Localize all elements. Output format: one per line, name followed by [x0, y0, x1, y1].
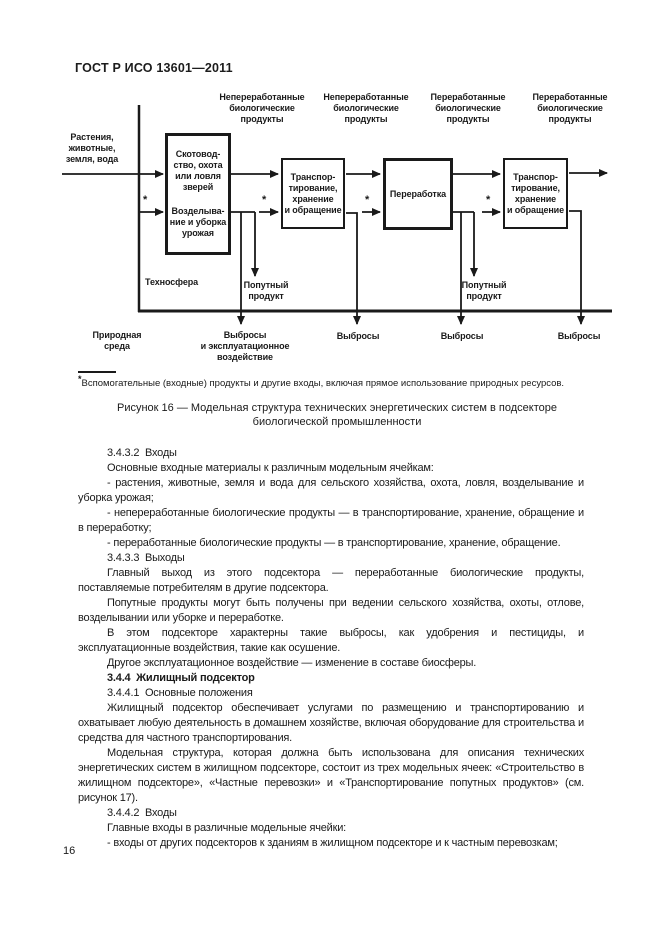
- page-title: ГОСТ Р ИСО 13601—2011: [75, 61, 233, 75]
- figure-label-unprocessed-products-1: Непереработанные биологические продукты: [219, 92, 305, 124]
- figure-box-processing: Переработка: [383, 158, 453, 230]
- paragraph: Главный выход из этого подсектора — пере…: [78, 567, 584, 594]
- footnote-text: Вспомогательные (входные) продукты и дру…: [81, 378, 565, 390]
- paragraph: Модельная структура, которая должна быть…: [78, 747, 584, 804]
- paragraph: Другое эксплуатационное воздействие — из…: [107, 657, 477, 669]
- arrow-emissions-2: [346, 212, 361, 325]
- figure-box-agriculture: Скотовод- ство, охота или ловля зверей В…: [165, 133, 231, 255]
- figure-caption: Рисунок 16 — Модельная структура техниче…: [116, 402, 557, 428]
- list-item: - растения, животные, земля и вода для с…: [78, 477, 584, 504]
- figure-box-transport-1-text: Транспор- тирование, хранение и обращени…: [284, 171, 342, 215]
- arrow-emissions-4: [569, 210, 585, 325]
- body-text: 3.4.3.2 Входы Основные входные материалы…: [78, 446, 584, 851]
- figure-label-processed-products-1: Переработанные биологические продукты: [430, 92, 506, 124]
- paragraph: Главные входы в различные модельные ячей…: [107, 822, 347, 834]
- figure-box-agriculture-bottom-text: Возделыва- ние и уборка урожая: [169, 206, 227, 238]
- figure-box-transport-2-text: Транспор- тирование, хранение и обращени…: [506, 171, 565, 215]
- page-number: 16: [63, 845, 76, 857]
- paragraph: Основные входные материалы к различным м…: [107, 462, 434, 474]
- figure-label-processed-products-2: Переработанные биологические продукты: [532, 92, 608, 124]
- figure-box-transport-2: Транспор- тирование, хранение и обращени…: [503, 158, 568, 229]
- figure-label-emissions-4: Выбросы: [557, 331, 601, 341]
- figure-label-technosphere: Техносфера: [145, 277, 199, 287]
- figure-label-byproduct-2: Попутный продукт: [461, 280, 507, 301]
- list-item: - непереработанные биологические продукт…: [78, 507, 584, 534]
- section-heading: 3.4.3.3 Выходы: [107, 552, 185, 564]
- figure-label-inputs: Растения, животные, земля, вода: [65, 132, 119, 164]
- figure-box-agriculture-top-text: Скотовод- ство, охота или ловля зверей: [173, 149, 223, 192]
- list-item: - входы от других подсекторов к зданиям …: [107, 837, 558, 849]
- figure-box-transport-1: Транспор- тирование, хранение и обращени…: [281, 158, 345, 229]
- section-heading: 3.4.4.2 Входы: [107, 807, 177, 819]
- section-heading: 3.4.4.1 Основные положения: [107, 687, 253, 699]
- figure-box-processing-text: Переработка: [389, 188, 447, 199]
- asterisk-mark-2: *: [262, 194, 267, 206]
- footnote-marker: *: [78, 374, 82, 384]
- figure-label-unprocessed-products-2: Непереработанные биологические продукты: [323, 92, 409, 124]
- footnote-rule: [78, 371, 116, 373]
- paragraph: Попутные продукты могут быть получены пр…: [78, 597, 584, 624]
- section-heading-bold: 3.4.4 Жилищный подсектор: [107, 672, 255, 684]
- figure-label-natural-environment: Природная среда: [92, 330, 142, 351]
- paragraph: Жилищный подсектор обеспечивает услугами…: [78, 702, 584, 744]
- figure-label-emissions-3: Выбросы: [440, 331, 484, 341]
- figure-label-byproduct-1: Попутный продукт: [243, 280, 289, 301]
- asterisk-mark-3: *: [365, 194, 370, 206]
- asterisk-mark-4: *: [486, 194, 491, 206]
- figure-footnote: *Вспомогательные (входные) продукты и др…: [78, 374, 590, 389]
- figure-label-emissions-2: Выбросы: [336, 331, 380, 341]
- asterisk-mark-1: *: [143, 194, 148, 206]
- figure-label-emissions-impact: Выбросы и эксплуатационное воздействие: [200, 330, 290, 362]
- paragraph: В этом подсекторе характерны такие выбро…: [78, 627, 584, 654]
- list-item: - переработанные биологические продукты …: [107, 537, 561, 549]
- section-heading: 3.4.3.2 Входы: [107, 447, 177, 459]
